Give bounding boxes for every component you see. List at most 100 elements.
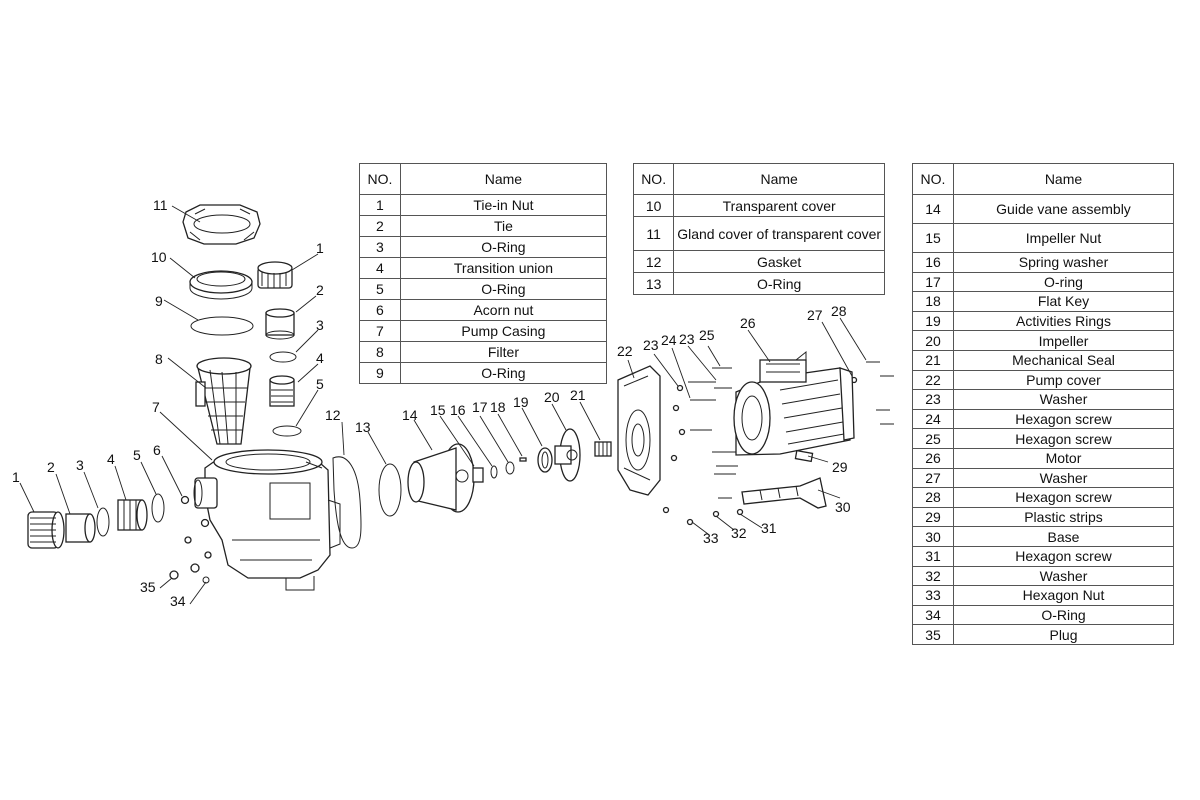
part-name: Hexagon screw	[953, 545, 1174, 567]
part-number: 21	[912, 349, 954, 371]
part-name: Tie-in Nut	[399, 194, 608, 216]
filter-basket-part	[195, 357, 252, 445]
part-name: O-Ring	[399, 278, 608, 300]
gland-cover-part	[182, 204, 261, 245]
part-number: 6	[359, 299, 401, 321]
part-number: 35	[912, 624, 954, 645]
part-number: 32	[912, 565, 954, 587]
part-number: 20	[912, 330, 954, 351]
part-name: Gland cover of transparent cover	[673, 216, 885, 251]
callout-2: 2	[47, 459, 55, 475]
callout-32: 32	[731, 525, 747, 541]
motor-part	[733, 350, 855, 456]
part-number: 10	[632, 194, 675, 217]
part-number: 18	[912, 291, 954, 312]
transition-union-left-part	[117, 499, 148, 531]
part-number: 25	[912, 428, 954, 449]
callout-16: 16	[450, 402, 466, 418]
part-number: 13	[632, 272, 675, 295]
part-name: Tie	[399, 215, 608, 237]
part-number: 27	[912, 467, 954, 489]
o-ring-13-part	[378, 463, 402, 517]
gasket-part	[332, 456, 362, 549]
callout-23a: 23	[643, 337, 659, 353]
spring-washer-part	[490, 465, 498, 479]
callout-24: 24	[661, 332, 677, 348]
callout-7: 7	[152, 399, 160, 415]
part-name: Spring washer	[953, 252, 1174, 273]
callout-3: 3	[76, 457, 84, 473]
column-header-name: Name	[953, 163, 1174, 195]
part-number: 8	[359, 341, 401, 363]
part-name: Transparent cover	[673, 194, 885, 217]
part-name: Acorn nut	[399, 299, 608, 321]
o-ring-5-top-part	[272, 425, 302, 437]
tie-left-part	[65, 513, 96, 543]
callout-18: 18	[490, 399, 506, 415]
part-name: O-ring	[953, 271, 1174, 293]
callout-26: 26	[740, 315, 756, 331]
callout-20: 20	[544, 389, 560, 405]
callout-labels: 1 2 3 4 5 6 7 8 9 10 11 12 13 14 15 16 1…	[12, 197, 851, 609]
impeller-part	[554, 428, 581, 482]
callout-13: 13	[355, 419, 371, 435]
part-number: 34	[912, 604, 954, 626]
part-name: Pump cover	[953, 369, 1174, 391]
callout-10: 10	[151, 249, 167, 265]
part-number: 16	[912, 252, 954, 273]
part-number: 19	[912, 310, 954, 332]
part-number: 2	[359, 215, 401, 237]
guide-vane-part	[407, 443, 475, 513]
part-name: O-Ring	[399, 362, 608, 384]
acorn-nuts-part	[180, 495, 212, 559]
callout-1-top: 1	[316, 240, 324, 256]
part-name: Motor	[953, 447, 1174, 469]
callout-15: 15	[430, 402, 446, 418]
part-number: 4	[359, 257, 401, 279]
part-name: Hexagon screw	[953, 408, 1174, 430]
tie-top-part	[265, 308, 295, 340]
part-name: Washer	[953, 467, 1174, 489]
o-ring-3-left-part	[96, 507, 110, 537]
part-number: 3	[359, 236, 401, 258]
base-part	[741, 477, 827, 509]
part-number: 17	[912, 271, 954, 293]
part-name: Pump Casing	[399, 320, 608, 342]
part-name: Filter	[399, 341, 608, 363]
callout-12: 12	[325, 407, 341, 423]
flat-key-part	[519, 457, 527, 462]
o-ring-9-part	[190, 316, 254, 336]
part-number: 9	[359, 362, 401, 384]
part-name: Hexagon screw	[953, 428, 1174, 449]
plastic-strips-part	[794, 449, 814, 463]
table-header-row: NO. Name	[912, 163, 1174, 195]
part-name: O-Ring	[399, 236, 608, 258]
part-name: Guide vane assembly	[953, 194, 1174, 224]
part-name: Base	[953, 526, 1174, 547]
leader-lines	[19, 205, 867, 605]
part-name: Gasket	[673, 250, 885, 273]
callout-30: 30	[835, 499, 851, 515]
part-name: Hexagon screw	[953, 487, 1174, 508]
callout-29: 29	[832, 459, 848, 475]
callout-19: 19	[513, 394, 529, 410]
pump-cover-part	[617, 365, 661, 496]
part-number: 22	[912, 369, 954, 391]
